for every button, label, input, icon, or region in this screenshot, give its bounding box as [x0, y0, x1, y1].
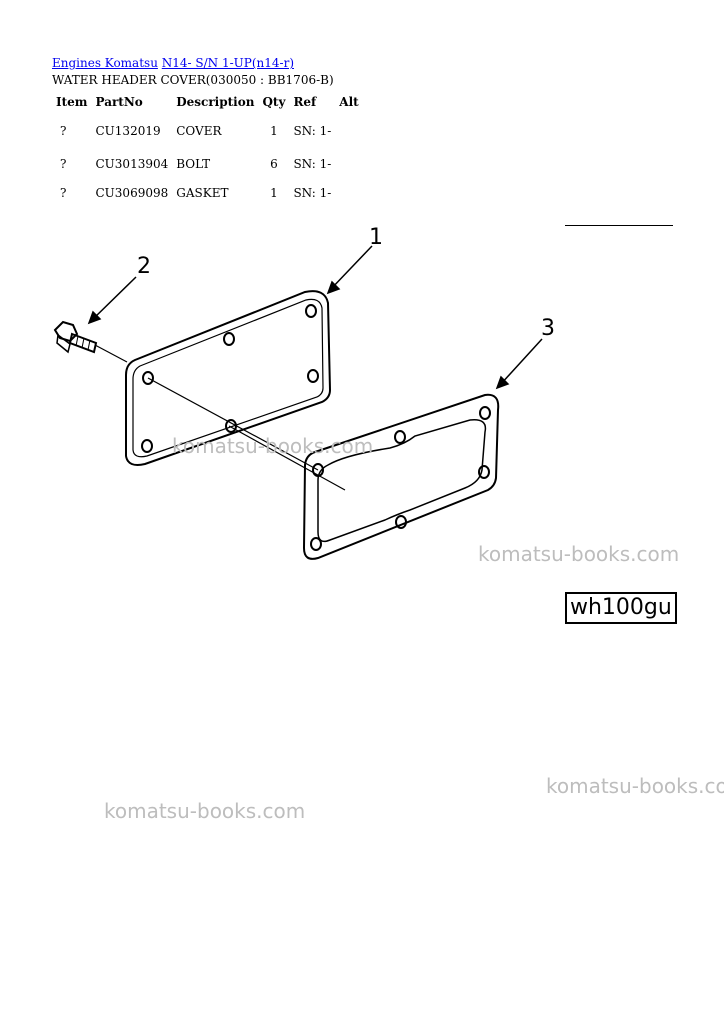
cell-item: ? [60, 185, 67, 200]
watermark: komatsu-books.com [478, 542, 680, 566]
cell-alt [335, 149, 362, 178]
cover-plate [125, 290, 332, 466]
cell-partno: CU132019 [95, 124, 161, 138]
page-title: WATER HEADER COVER(030050 : BB1706-B) [52, 73, 334, 87]
table-row: ? CU3069098 GASKET 1 SN: 1- [52, 178, 363, 207]
table-row: ? CU3013904 BOLT 6 SN: 1- [52, 149, 363, 178]
column-header-ref: Ref [293, 95, 317, 109]
cell-qty: 6 [270, 156, 278, 171]
column-header-item: Item [56, 95, 88, 109]
cell-description: BOLT [176, 156, 211, 171]
cell-qty: 1 [270, 124, 278, 138]
cell-description: GASKET [176, 185, 229, 200]
column-header-qty: Qty [262, 95, 286, 109]
bolt [53, 320, 98, 354]
table-row: ? CU132019 COVER 1 SN: 1- [52, 113, 363, 149]
column-header-description: Description [176, 95, 255, 109]
column-header-alt: Alt [339, 95, 359, 109]
watermark: komatsu-books.com [104, 799, 306, 823]
watermark: komatsu-books.com [172, 434, 374, 458]
breadcrumb-link-model[interactable]: N14- S/N 1-UP(n14-r) [161, 56, 294, 70]
column-header-partno: PartNo [95, 95, 143, 109]
leader-arrows [87, 245, 543, 390]
cell-alt [335, 178, 362, 207]
cell-description: COVER [176, 124, 222, 138]
gasket [302, 393, 500, 560]
cell-alt [335, 113, 362, 149]
cell-ref: SN: 1- [293, 156, 332, 171]
cell-item: ? [60, 124, 67, 138]
cell-qty: 1 [270, 185, 278, 200]
watermark: komatsu-books.com [546, 774, 724, 798]
callout-1: 1 [369, 225, 383, 250]
divider [565, 225, 673, 226]
callout-2: 2 [137, 254, 151, 279]
callout-3: 3 [541, 316, 555, 341]
breadcrumb-link-engines[interactable]: Engines Komatsu [52, 56, 158, 70]
parts-table: Item PartNo Description Qty Ref Alt ? CU… [52, 91, 363, 207]
alignment-lines [94, 344, 346, 491]
cell-partno: CU3013904 [95, 156, 169, 171]
cell-partno: CU3069098 [95, 185, 169, 200]
cell-item: ? [60, 156, 67, 171]
breadcrumb: Engines Komatsu N14- S/N 1-UP(n14-r) [52, 56, 294, 70]
figure-code-label: wh100gu [565, 592, 677, 624]
cell-ref: SN: 1- [293, 185, 332, 200]
table-header-row: Item PartNo Description Qty Ref Alt [52, 91, 363, 113]
cell-ref: SN: 1- [293, 124, 332, 138]
exploded-parts-diagram: 1 2 3 [53, 225, 555, 560]
